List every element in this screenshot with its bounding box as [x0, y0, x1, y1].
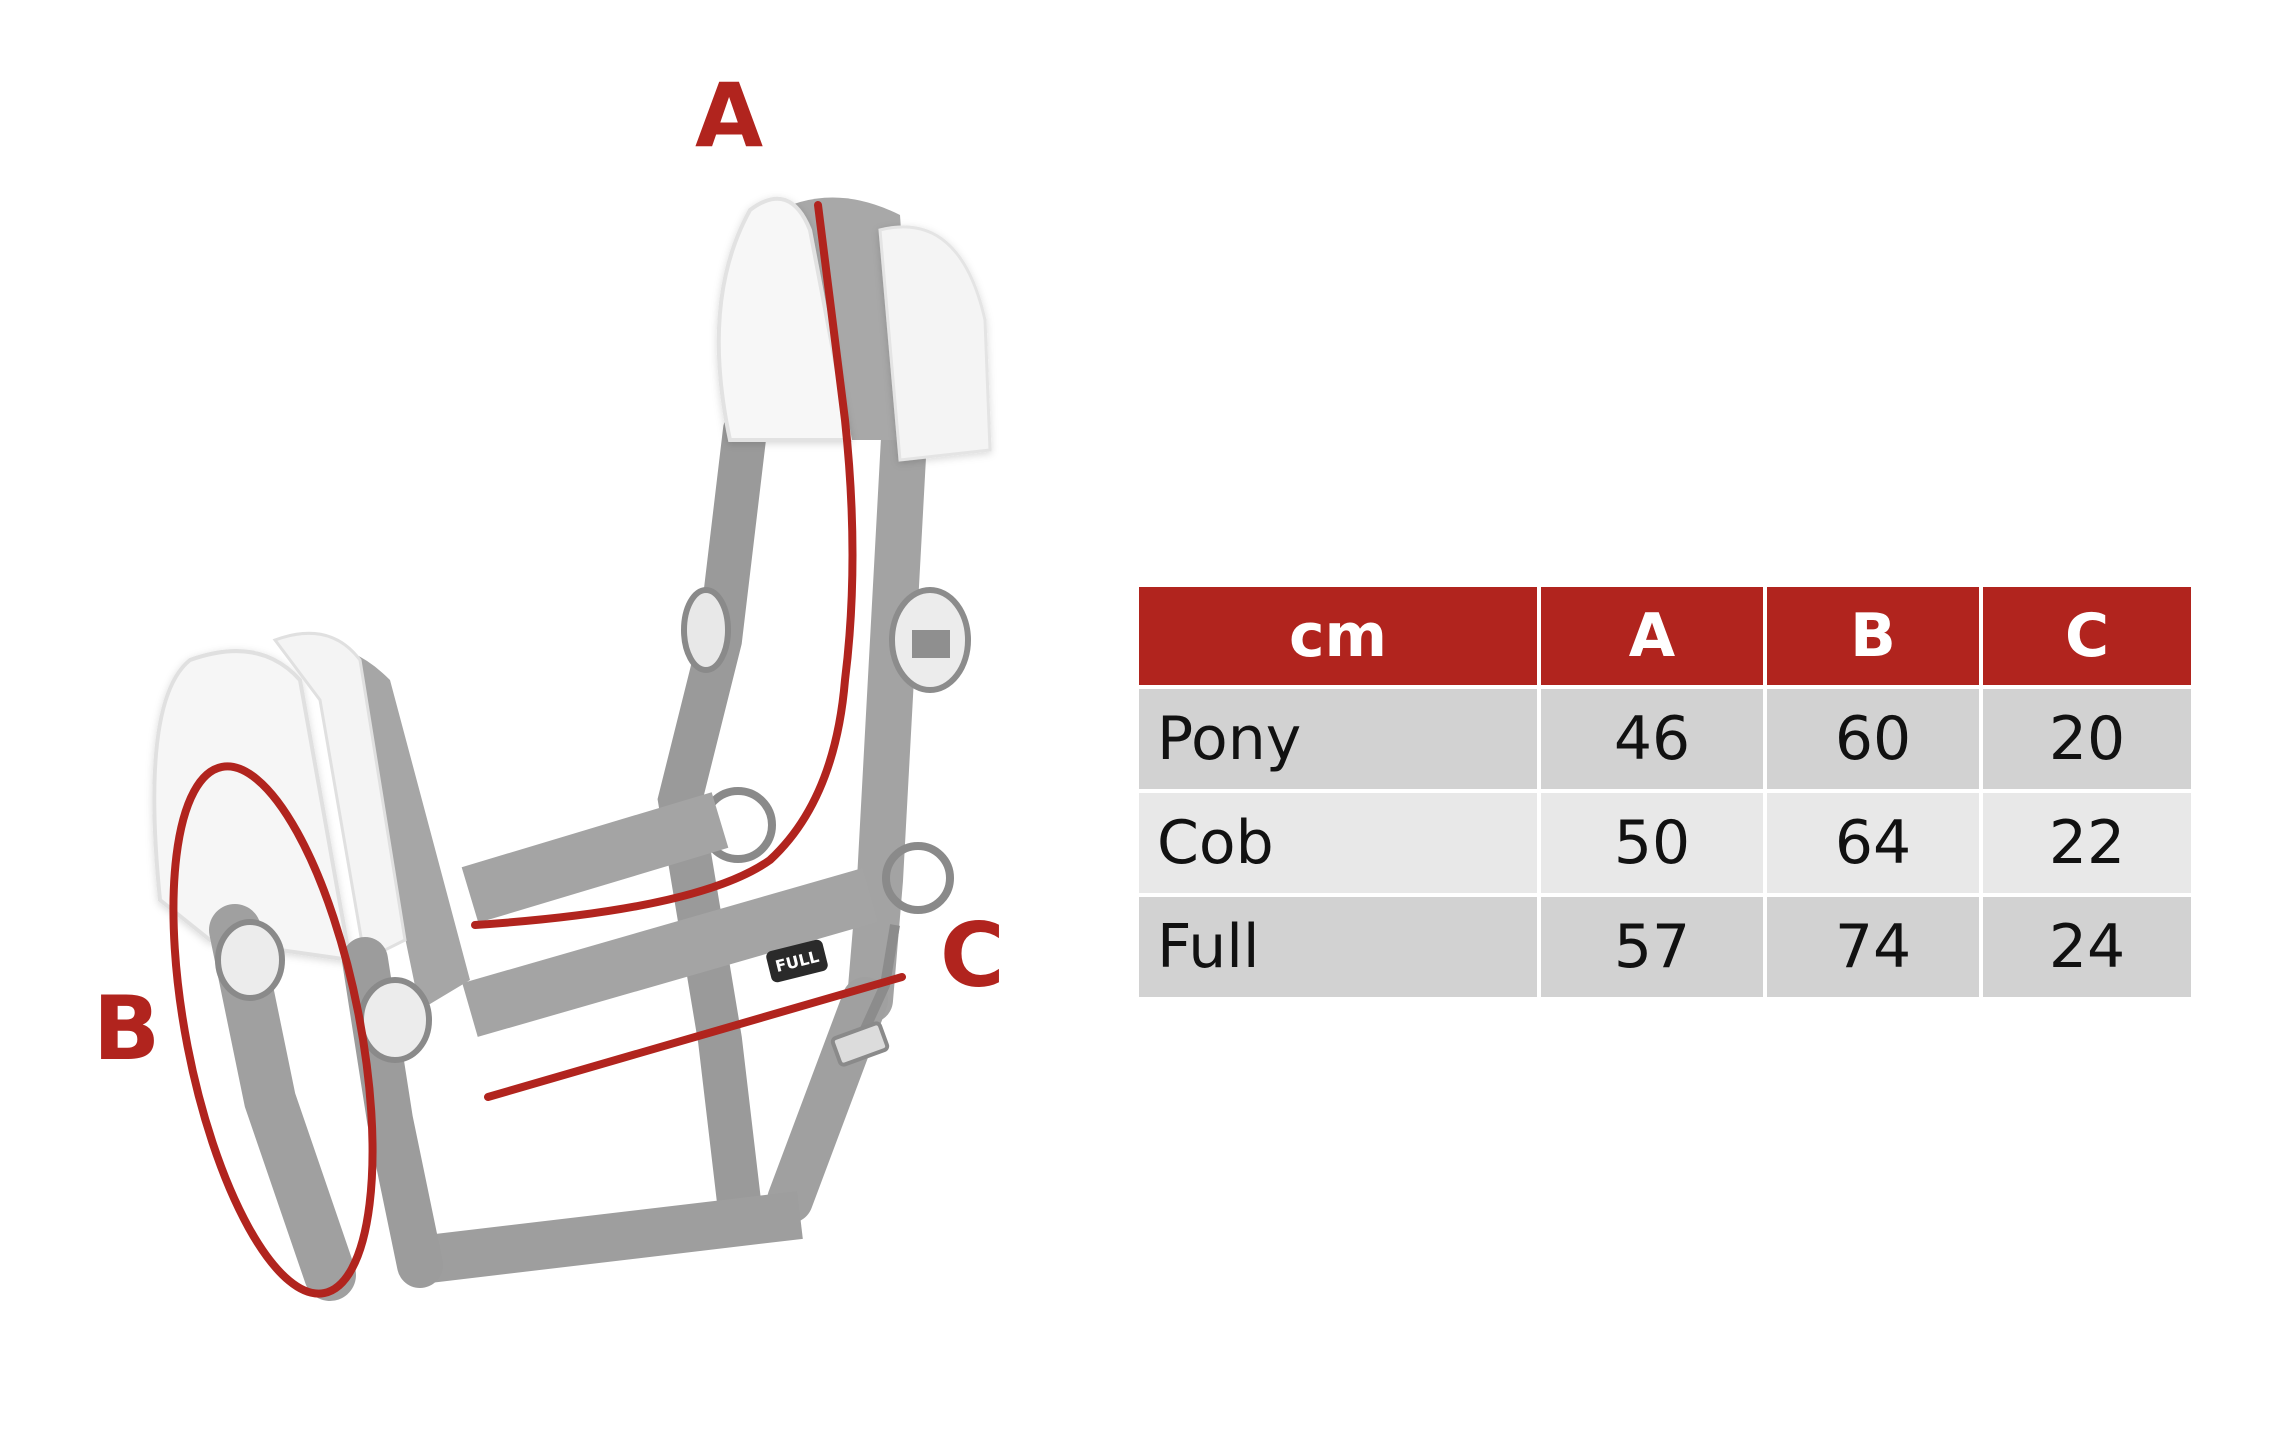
ring-right: [882, 842, 954, 914]
buckle-side-left: [215, 919, 285, 1001]
value-b: 60: [1763, 685, 1983, 793]
size-table: cm A B C Pony 46 60 20 Cob 50 64 22 Full…: [1135, 583, 2195, 1001]
lower-noseband: [462, 868, 878, 1037]
buckle-side-right: [358, 977, 432, 1063]
marker-b-label: B: [93, 977, 161, 1080]
value-a: 46: [1537, 685, 1767, 793]
cheek-strap-left: [657, 408, 767, 1232]
header-c: C: [1979, 583, 2195, 689]
cheek-strap-right: [847, 397, 928, 1023]
halter-illustration: FULL: [152, 196, 992, 1301]
value-b: 64: [1763, 789, 1983, 897]
noseband-strap: [290, 646, 470, 1010]
size-name: Cob: [1135, 789, 1541, 897]
value-c: 24: [1979, 893, 2195, 1001]
table-row: Cob 50 64 22: [1135, 789, 2195, 897]
marker-c-label: C: [940, 904, 1005, 1007]
header-unit: cm: [1135, 583, 1541, 689]
buckle-upper-left: [681, 587, 731, 673]
upper-noseband: [461, 792, 729, 923]
size-tag: [766, 939, 828, 983]
value-c: 20: [1979, 685, 2195, 793]
marker-a-label: A: [695, 64, 764, 167]
header-b: B: [1763, 583, 1983, 689]
value-b: 74: [1763, 893, 1983, 1001]
value-a: 57: [1537, 893, 1767, 1001]
size-table-header-row: cm A B C: [1135, 583, 2195, 689]
measure-line-a: [471, 201, 857, 929]
table-row: Pony 46 60 20: [1135, 685, 2195, 793]
throat-strap: [767, 977, 888, 1223]
measure-line-c: [484, 973, 906, 1101]
crown-fleece: [716, 196, 853, 442]
header-a: A: [1537, 583, 1767, 689]
value-a: 50: [1537, 789, 1767, 897]
size-name: Full: [1135, 893, 1541, 1001]
measure-line-b: [169, 762, 377, 1298]
value-c: 22: [1979, 789, 2195, 897]
chin-strap: [417, 1191, 803, 1284]
noseband-fleece: [152, 649, 353, 963]
table-row: Full 57 74 24: [1135, 893, 2195, 1001]
size-name: Pony: [1135, 685, 1541, 793]
